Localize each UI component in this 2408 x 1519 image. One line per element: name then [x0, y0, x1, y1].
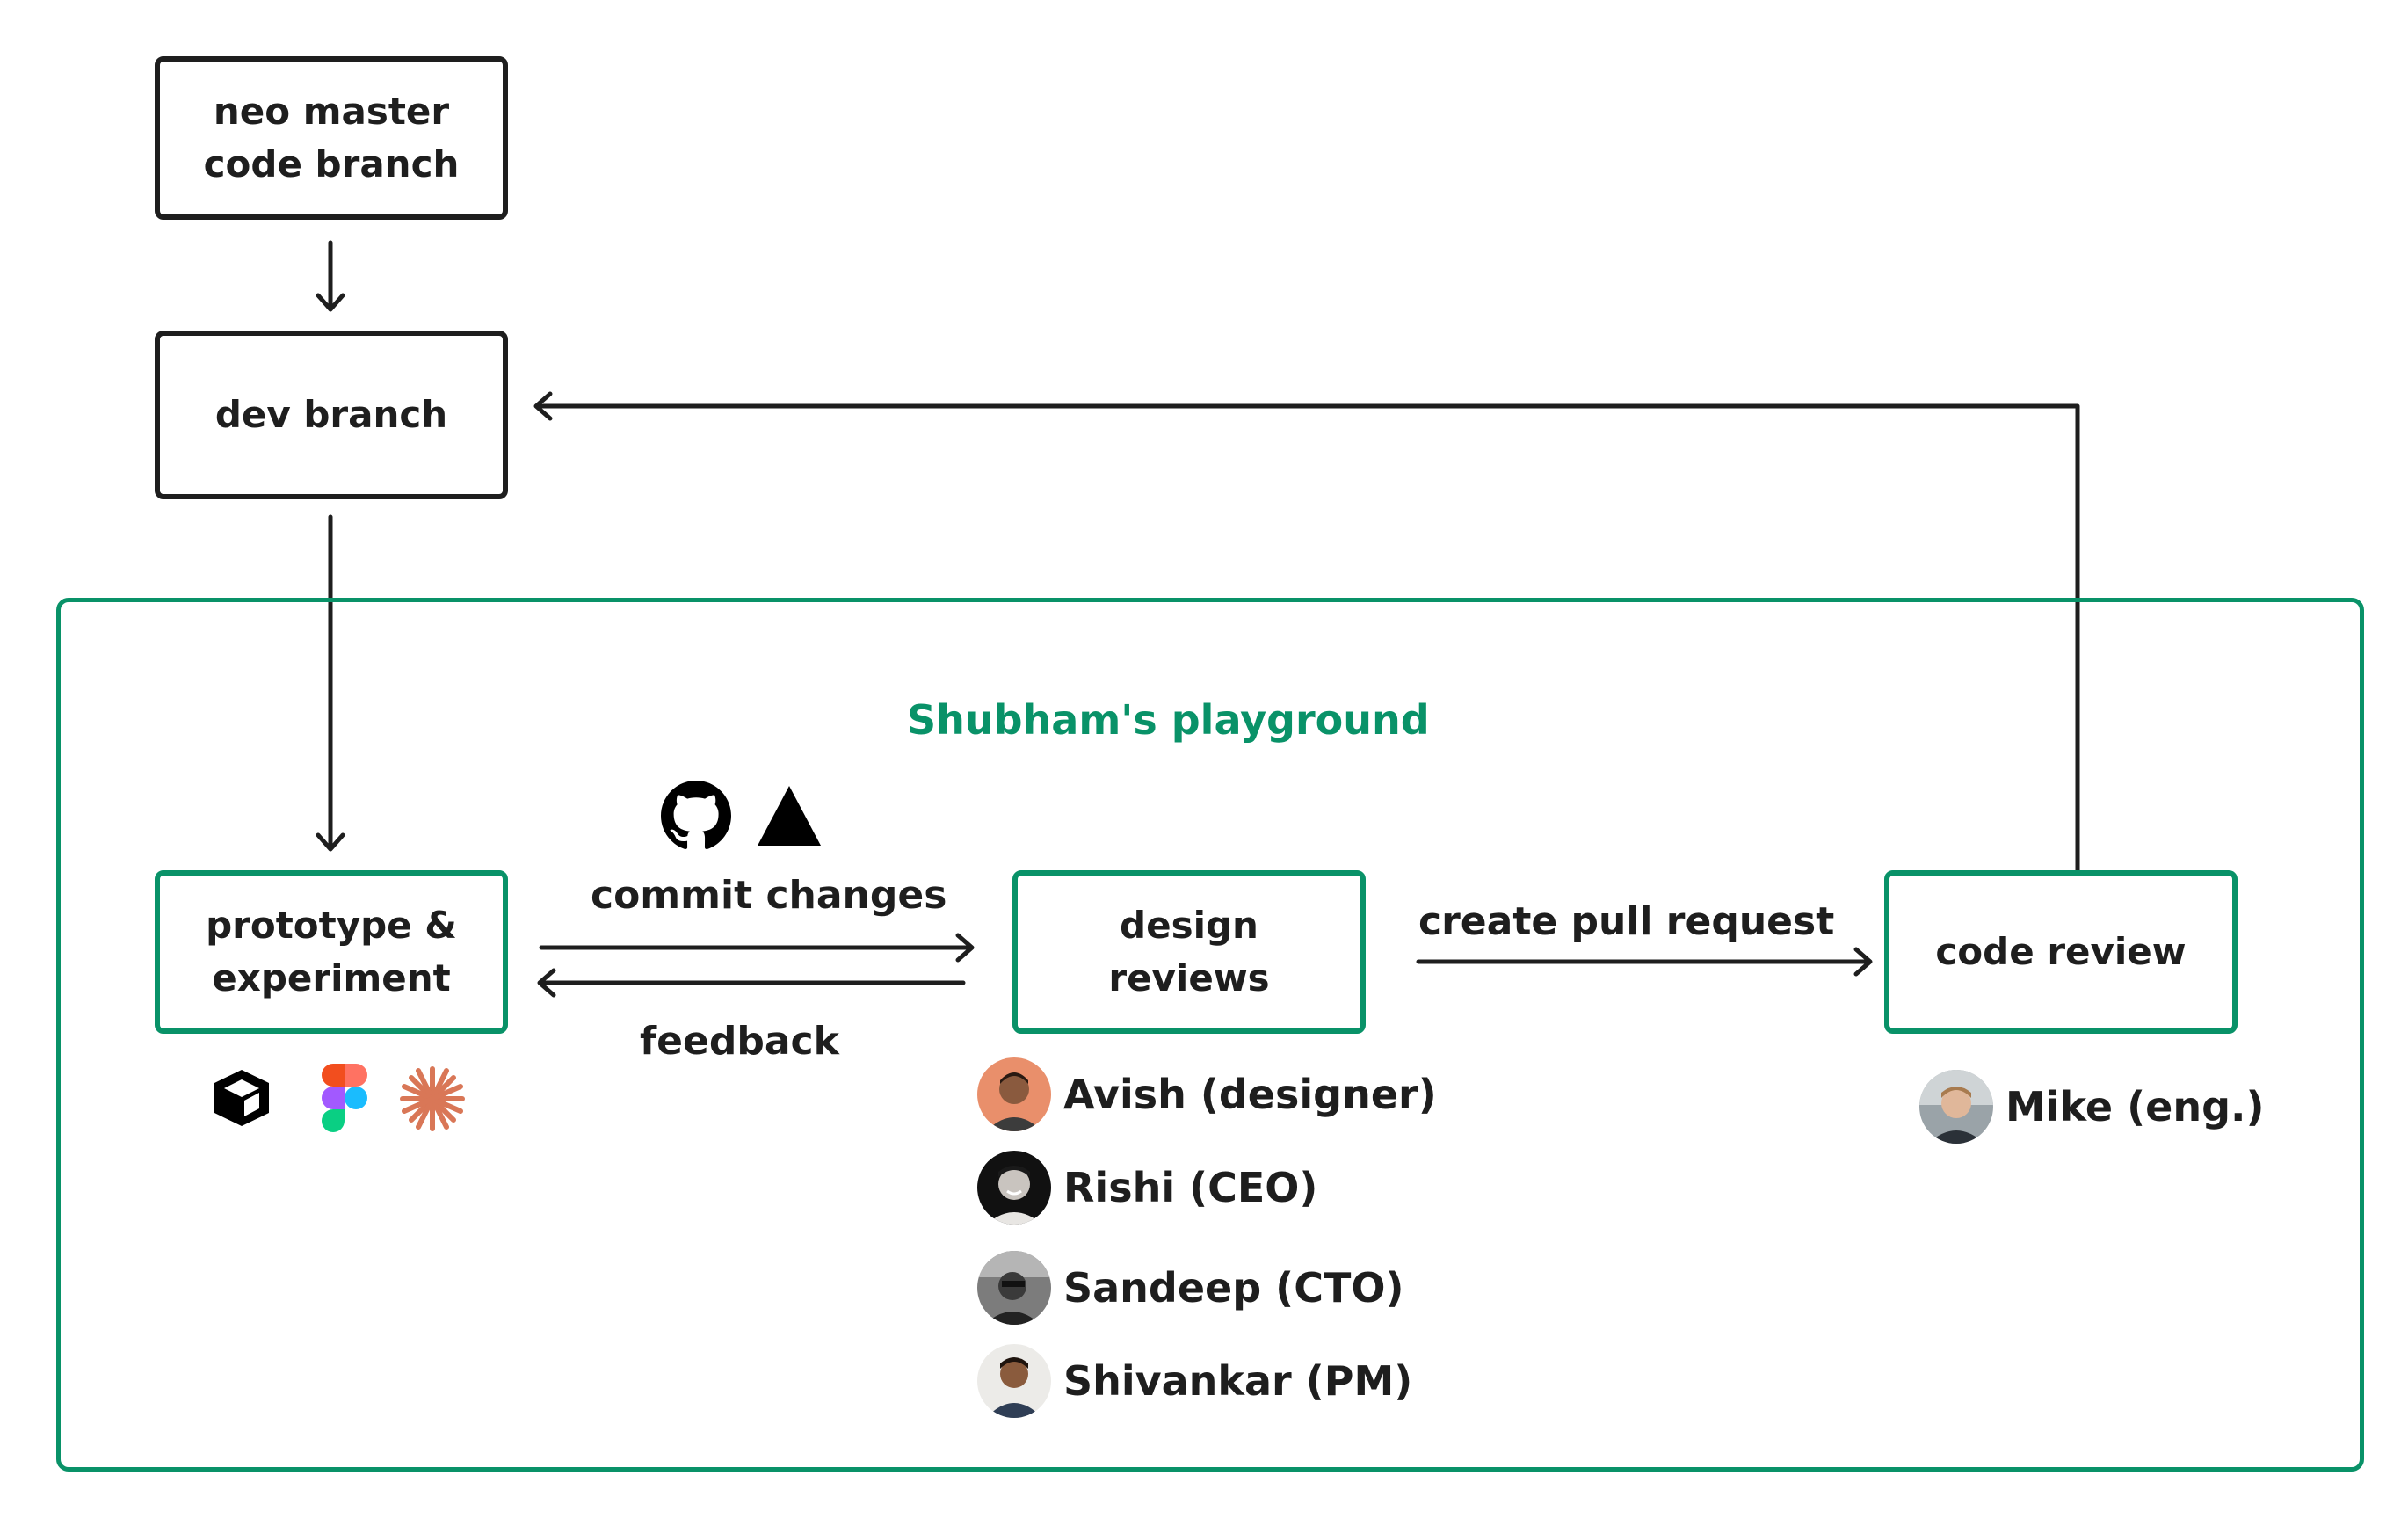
edge-pull-request-head — [1853, 947, 1873, 977]
figma-icon — [322, 1064, 367, 1132]
mike-avatar — [1919, 1070, 1993, 1144]
edge-feedback-head — [537, 968, 556, 998]
reviewer-name: Rishi (CEO) — [1063, 1164, 1318, 1211]
cube-logo-icon — [214, 1070, 269, 1126]
reviewer-name: Shivankar (PM) — [1063, 1357, 1413, 1405]
claude-sparkle-icon — [400, 1066, 465, 1131]
reviewer-name: Avish (designer) — [1063, 1071, 1437, 1118]
edge-review-to-dev — [535, 403, 2080, 873]
edge-review-to-dev-head — [533, 391, 553, 421]
node-neo-master[interactable]: neo master code branch — [155, 56, 508, 220]
reviewer-sandeep: Sandeep (CTO) — [977, 1248, 1403, 1327]
playground-title: Shubham's playground — [907, 696, 1430, 744]
shivankar-avatar — [977, 1344, 1051, 1418]
reviewer-mike: Mike (eng.) — [1919, 1067, 2265, 1146]
node-code-review[interactable]: code review — [1884, 870, 2238, 1034]
node-prototype-experiment[interactable]: prototype & experiment — [155, 870, 508, 1034]
vercel-triangle-icon — [758, 786, 821, 846]
playground-container — [56, 598, 2364, 1472]
edge-master-to-dev-head — [316, 293, 345, 312]
edge-label-commit: commit changes — [591, 873, 947, 918]
edge-commit-head — [955, 933, 975, 963]
edge-label-feedback: feedback — [640, 1019, 839, 1064]
reviewer-name: Mike (eng.) — [2005, 1083, 2265, 1130]
node-design-reviews[interactable]: design reviews — [1012, 870, 1366, 1034]
rishi-avatar — [977, 1151, 1051, 1225]
edge-label-pull-request: create pull request — [1418, 899, 1835, 944]
edge-dev-to-prototype-head — [316, 832, 345, 852]
node-dev-branch[interactable]: dev branch — [155, 331, 508, 499]
reviewer-shivankar: Shivankar (PM) — [977, 1341, 1412, 1421]
sandeep-avatar — [977, 1251, 1051, 1325]
avish-avatar — [977, 1057, 1051, 1131]
reviewer-avish: Avish (designer) — [977, 1055, 1437, 1134]
github-icon — [661, 781, 731, 850]
reviewer-name: Sandeep (CTO) — [1063, 1264, 1404, 1312]
reviewer-rishi: Rishi (CEO) — [977, 1148, 1317, 1227]
